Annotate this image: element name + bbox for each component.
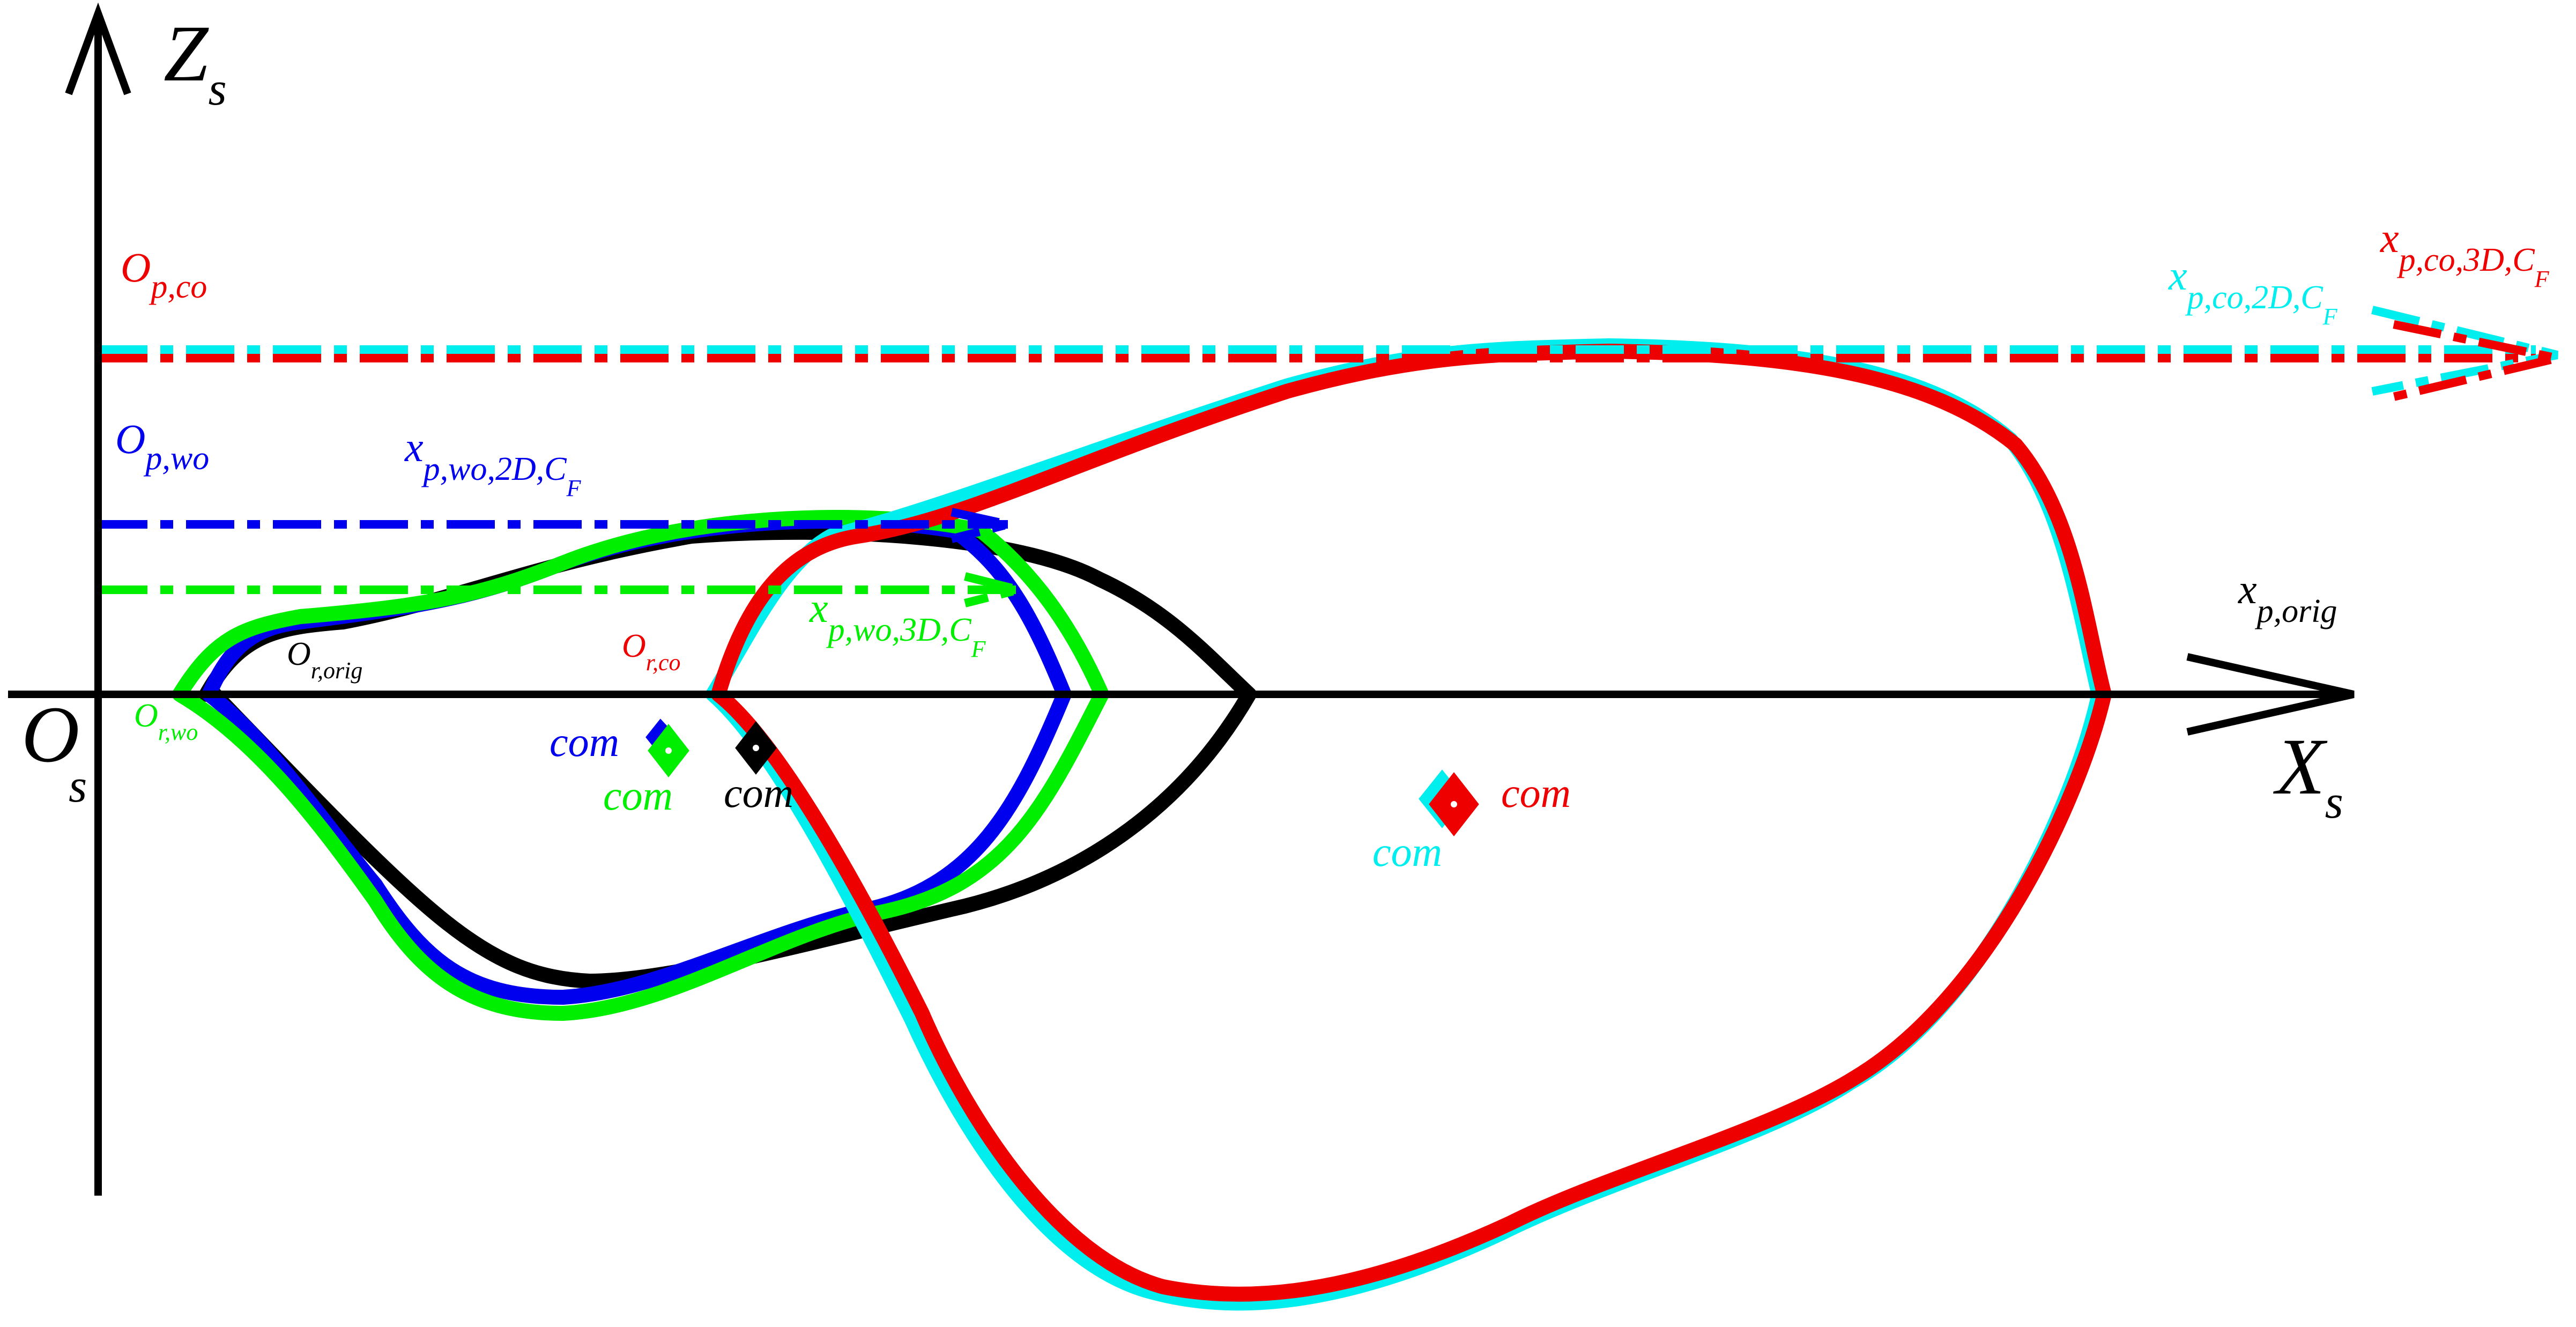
x-axis-main: X [2273, 722, 2328, 811]
label-o-p-co-sub: p,co [149, 269, 207, 305]
profile-green-wo-3d [172, 510, 1109, 1021]
label-x-p-co-2d: xp,co,2D,CF [2168, 252, 2338, 330]
label-x-p-orig-sub: p,orig [2255, 593, 2337, 629]
label-x-p-wo-2d: xp,wo,2D,CF [404, 424, 582, 501]
label-o-r-co-sub: r,co [646, 649, 681, 676]
z-axis-label: Zs [164, 9, 227, 115]
label-x-p-co-3d-subsub: F [2534, 266, 2550, 292]
arrow-head-blue [951, 508, 1009, 543]
label-o-r-co: Or,co [622, 628, 681, 676]
com-label-black: com [724, 769, 793, 816]
com-label-red: com [1501, 769, 1571, 816]
label-o-p-co-main: O [121, 244, 151, 291]
label-o-r-orig: Or,orig [287, 636, 362, 684]
arrow-head-green [964, 572, 1020, 607]
arrow-head-cyan [2371, 306, 2558, 396]
z-axis-arrowhead [65, 2, 131, 95]
com-label-cyan: com [1372, 828, 1442, 875]
label-x-p-wo-3d-subsub: F [971, 636, 986, 662]
com-center-red [1451, 801, 1457, 807]
label-o-p-wo: Op,wo [115, 416, 209, 477]
label-x-p-co-2d-subsub: F [2322, 303, 2338, 330]
x-axis-label: Xs [2273, 722, 2343, 828]
label-x-p-co-3d-sub: p,co,3D,C [2397, 242, 2535, 278]
label-o-r-wo-sub: r,wo [158, 719, 198, 745]
label-x-p-co-2d-main: x [2168, 252, 2187, 299]
z-axis-sub: s [208, 63, 226, 115]
label-x-p-wo-2d-subsub: F [566, 475, 582, 501]
x-axis-sub: s [2325, 776, 2343, 828]
label-x-p-co-3d: xp,co,3D,CF [2380, 214, 2550, 292]
label-o-r-wo: Or,wo [134, 698, 198, 745]
label-o-r-orig-sub: r,orig [311, 657, 363, 684]
label-o-p-co: Op,co [121, 244, 207, 305]
label-o-p-wo-sub: p,wo [143, 440, 209, 477]
profile-red-co-3d [711, 344, 2112, 1302]
label-x-p-orig: xp,orig [2238, 566, 2337, 629]
label-o-r-wo-main: O [134, 698, 158, 734]
x-axis-arrowhead [2186, 653, 2355, 736]
z-axis-main: Z [164, 9, 209, 98]
label-o-r-co-main: O [622, 628, 646, 664]
origin-sub: s [69, 760, 87, 812]
label-o-p-wo-main: O [115, 416, 145, 462]
label-x-p-orig-main: x [2238, 566, 2257, 612]
label-x-p-co-2d-sub: p,co,2D,C [2185, 279, 2323, 316]
com-center-black [753, 745, 759, 751]
label-x-p-co-3d-main: x [2380, 214, 2399, 261]
label-x-p-wo-2d-sub: p,wo,2D,C [421, 451, 567, 487]
com-label-blue: com [550, 718, 619, 765]
com-label-green: com [603, 772, 673, 819]
com-center-green [665, 747, 672, 754]
label-x-p-wo-3d: xp,wo,3D,CF [809, 584, 986, 662]
arrow-head-red [2393, 320, 2558, 401]
label-o-r-orig-main: O [287, 636, 311, 672]
origin-main: O [21, 690, 79, 779]
label-x-p-wo-3d-sub: p,wo,3D,C [826, 612, 972, 648]
profile-cyan-co-2d [706, 338, 2106, 1311]
label-x-p-wo-3d-main: x [809, 584, 828, 631]
profile-black-orig [199, 524, 1257, 989]
label-x-p-wo-2d-main: x [404, 424, 424, 470]
